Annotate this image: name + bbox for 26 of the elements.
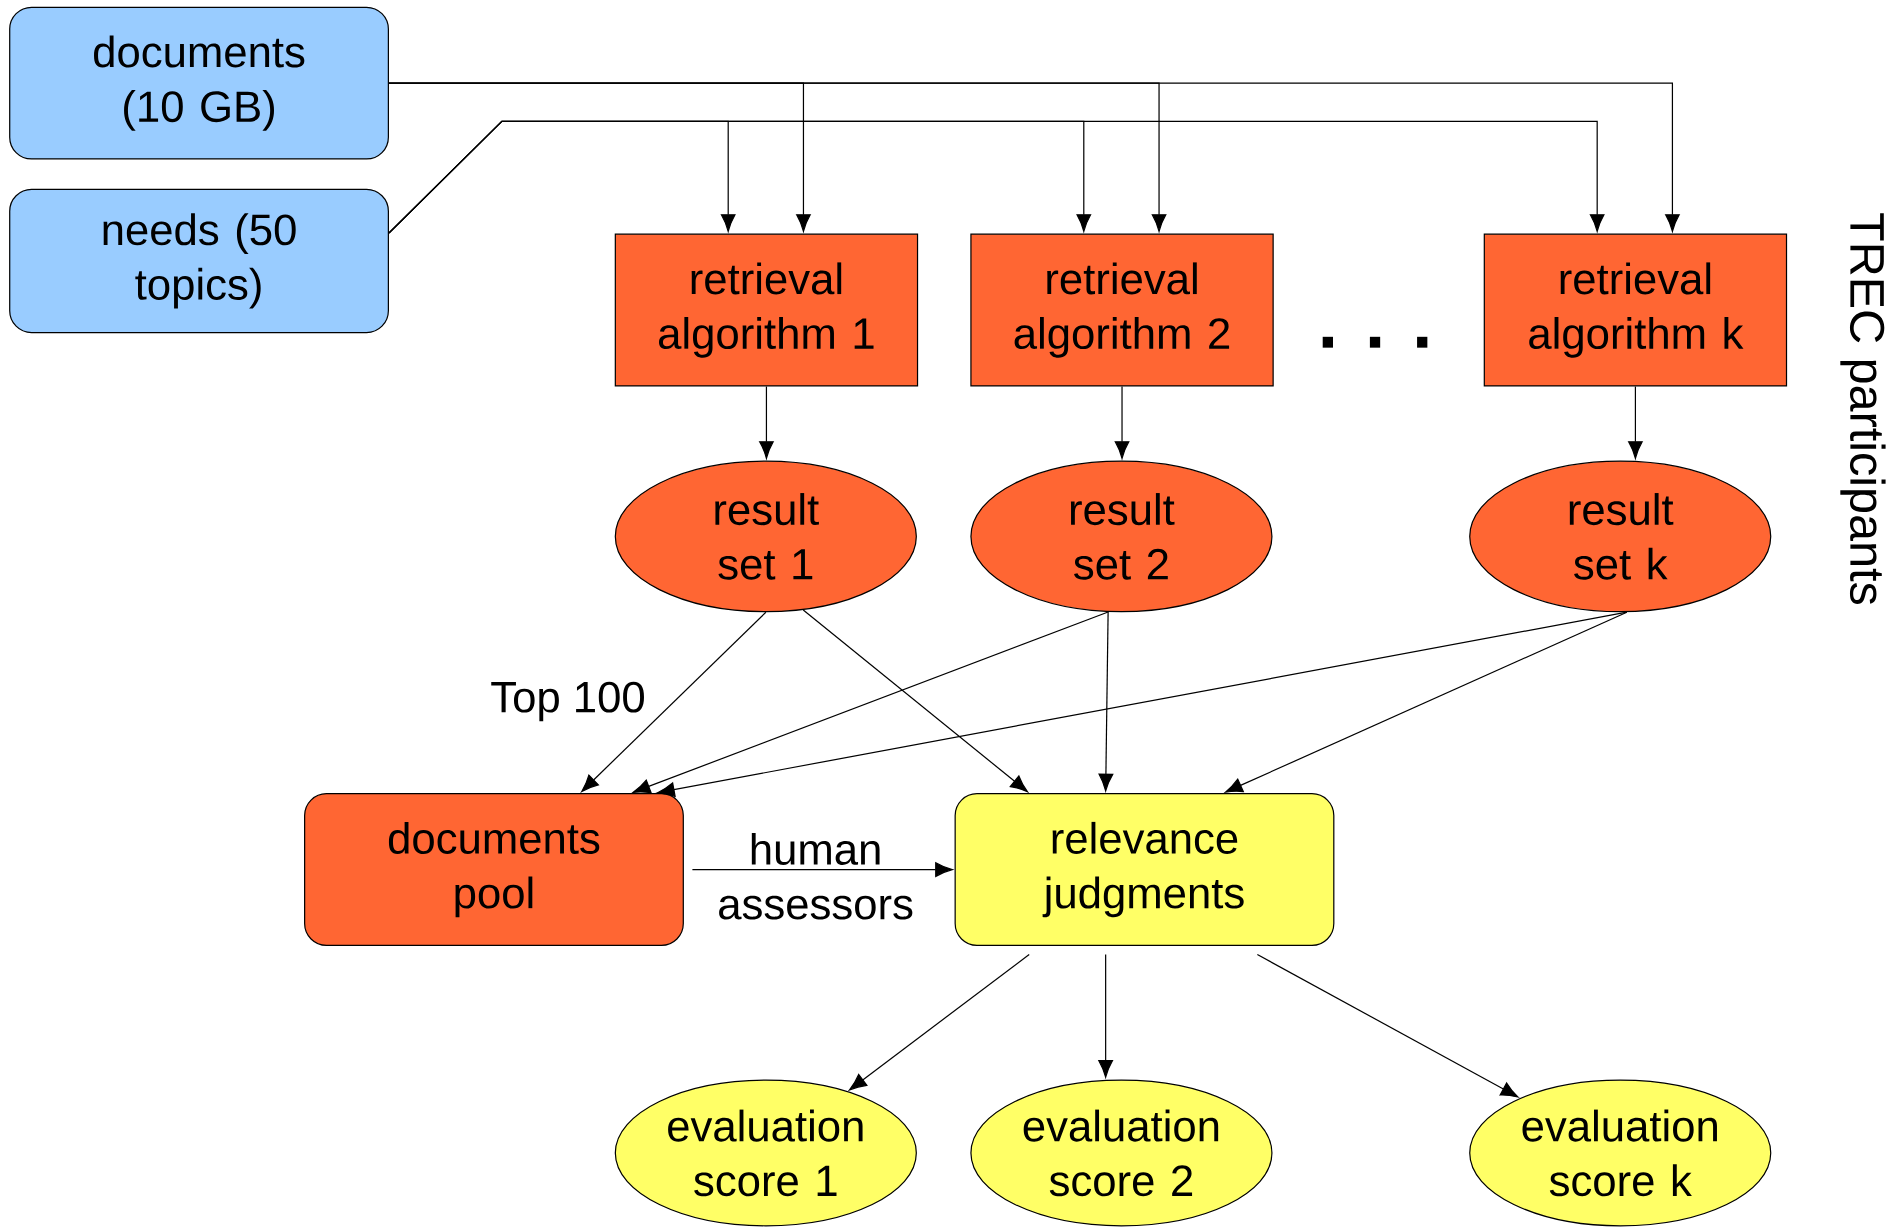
source-box: needs (50 topics) [9, 188, 389, 334]
edge-label: Top 100 [491, 681, 644, 722]
arrow [388, 120, 1605, 234]
arrow [388, 82, 1680, 232]
arrow [581, 611, 767, 792]
source-box: documents (10 GB) [9, 6, 389, 160]
arrow [1256, 953, 1519, 1098]
arrow [802, 609, 1028, 793]
arrow [657, 611, 1628, 797]
arrow [759, 385, 774, 459]
process-box: retrieval algorithm 1 [614, 233, 919, 387]
pool-box: documents pool [304, 793, 684, 946]
ellipsis-dots: . . . [1322, 336, 1428, 348]
arrow [848, 953, 1030, 1091]
edge-label: human assessors [719, 832, 913, 920]
side-label: TREC participants [1840, 213, 1886, 604]
arrow [1224, 611, 1628, 793]
process-box: retrieval algorithm 2 [970, 233, 1274, 387]
arrow [1114, 385, 1130, 459]
arrow [632, 611, 1109, 794]
arrow [1628, 385, 1643, 459]
judgment-box: relevance judgments [954, 793, 1335, 946]
arrow [691, 862, 953, 877]
arrow [1098, 611, 1114, 792]
arrow [1098, 953, 1114, 1078]
process-box: retrieval algorithm k [1483, 233, 1788, 387]
